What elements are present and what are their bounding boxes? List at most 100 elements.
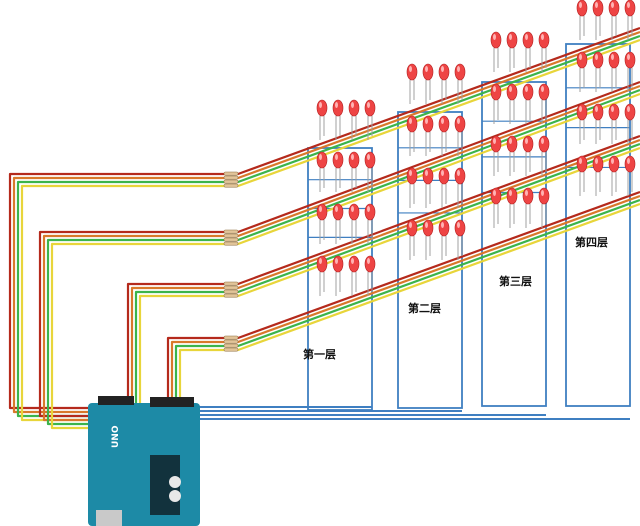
led-4-1-1-glint [579, 2, 582, 8]
led-4-2-1-glint [579, 54, 582, 60]
led-1-3-4 [364, 203, 376, 221]
led-3-3-3 [522, 135, 534, 153]
led-1-4-2 [332, 255, 344, 273]
led-3-4-3 [522, 187, 534, 205]
wire-group-2-2 [42, 84, 640, 422]
led-2-2-4 [454, 115, 466, 133]
led-4-3-2 [592, 103, 604, 121]
led-3-4-2 [506, 187, 518, 205]
led-2-3-2 [422, 167, 434, 185]
resistor-2-1 [223, 229, 239, 234]
led-1-3-2-glint [335, 206, 338, 212]
led-4-1-1 [576, 0, 588, 17]
led-4-4-1-glint [579, 158, 582, 164]
led-3-2-4-glint [541, 86, 544, 92]
led-1-4-4-glint [367, 258, 370, 264]
led-1-3-4-glint [367, 206, 370, 212]
led-2-2-3 [438, 115, 450, 133]
led-4-2-2-glint [595, 54, 598, 60]
resistor-2-2 [223, 233, 239, 238]
led-4-2-2 [592, 51, 604, 69]
led-3-1-1 [490, 31, 502, 49]
led-1-2-4-glint [367, 154, 370, 160]
led-2-1-4-glint [457, 66, 460, 72]
led-4-1-3-glint [611, 2, 614, 8]
led-2-3-1 [406, 167, 418, 185]
led-1-1-3-glint [351, 102, 354, 108]
led-2-3-3-glint [441, 170, 444, 176]
led-1-2-1 [316, 151, 328, 169]
resistor-1-2 [223, 175, 239, 180]
led-3-2-1-glint [493, 86, 496, 92]
led-3-2-2-glint [509, 86, 512, 92]
led-1-3-1 [316, 203, 328, 221]
led-1-1-4-glint [367, 102, 370, 108]
led-2-3-1-glint [409, 170, 412, 176]
led-3-4-4-glint [541, 190, 544, 196]
led-4-4-4-glint [627, 158, 630, 164]
led-2-1-1 [406, 63, 418, 81]
led-3-4-1 [490, 187, 502, 205]
led-1-4-4 [364, 255, 376, 273]
led-3-3-4 [538, 135, 550, 153]
led-2-4-4 [454, 219, 466, 237]
led-2-4-3-glint [441, 222, 444, 228]
led-1-1-1 [316, 99, 328, 117]
led-1-1-3 [348, 99, 360, 117]
led-4-1-2-glint [595, 2, 598, 8]
wire-group-1-4 [20, 38, 640, 422]
led-2-4-1 [406, 219, 418, 237]
led-4-2-1 [576, 51, 588, 69]
led-4-4-2 [592, 155, 604, 173]
resistor-2-4 [223, 241, 239, 246]
led-2-1-3 [438, 63, 450, 81]
layer-label-2: 第二层 [408, 301, 441, 315]
led-4-3-1 [576, 103, 588, 121]
led-4-1-3 [608, 0, 620, 17]
led-3-3-4-glint [541, 138, 544, 144]
led-1-1-2 [332, 99, 344, 117]
led-1-4-1 [316, 255, 328, 273]
led-1-4-3 [348, 255, 360, 273]
led-3-1-2 [506, 31, 518, 49]
resistor-3-1 [223, 281, 239, 286]
led-3-3-1-glint [493, 138, 496, 144]
led-2-4-1-glint [409, 222, 412, 228]
wire-group-2-4 [50, 92, 640, 430]
resistor-4-2 [223, 339, 239, 344]
layer-labels: 第一层 第二层 第三层 第四层 [303, 235, 608, 361]
led-1-3-2 [332, 203, 344, 221]
wire-group-2-3 [46, 88, 640, 426]
led-4-1-4 [624, 0, 636, 17]
led-1-2-2-glint [335, 154, 338, 160]
led-2-1-1-glint [409, 66, 412, 72]
led-4-3-3 [608, 103, 620, 121]
resistor-3-2 [223, 285, 239, 290]
led-2-2-4-glint [457, 118, 460, 124]
led-4-4-2-glint [595, 158, 598, 164]
led-2-1-4 [454, 63, 466, 81]
layer-label-1: 第一层 [303, 347, 336, 361]
led-4-2-3-glint [611, 54, 614, 60]
led-4-3-1-glint [579, 106, 582, 112]
led-2-4-2-glint [425, 222, 428, 228]
resistor-3-3 [223, 289, 239, 294]
led-4-3-4 [624, 103, 636, 121]
layer-outline-3 [481, 81, 547, 407]
led-1-1-1-glint [319, 102, 322, 108]
led-3-3-3-glint [525, 138, 528, 144]
led-4-2-4 [624, 51, 636, 69]
led-2-1-2 [422, 63, 434, 81]
led-2-3-3 [438, 167, 450, 185]
led-4-3-2-glint [595, 106, 598, 112]
led-1-2-3 [348, 151, 360, 169]
led-3-2-3-glint [525, 86, 528, 92]
led-1-2-1-glint [319, 154, 322, 160]
led-3-4-3-glint [525, 190, 528, 196]
led-2-2-2-glint [425, 118, 428, 124]
led-3-4-1-glint [493, 190, 496, 196]
layer-label-3: 第三层 [499, 274, 532, 288]
wire-group-3-1 [126, 134, 640, 426]
resistor-2-3 [223, 237, 239, 242]
led-2-2-1 [406, 115, 418, 133]
